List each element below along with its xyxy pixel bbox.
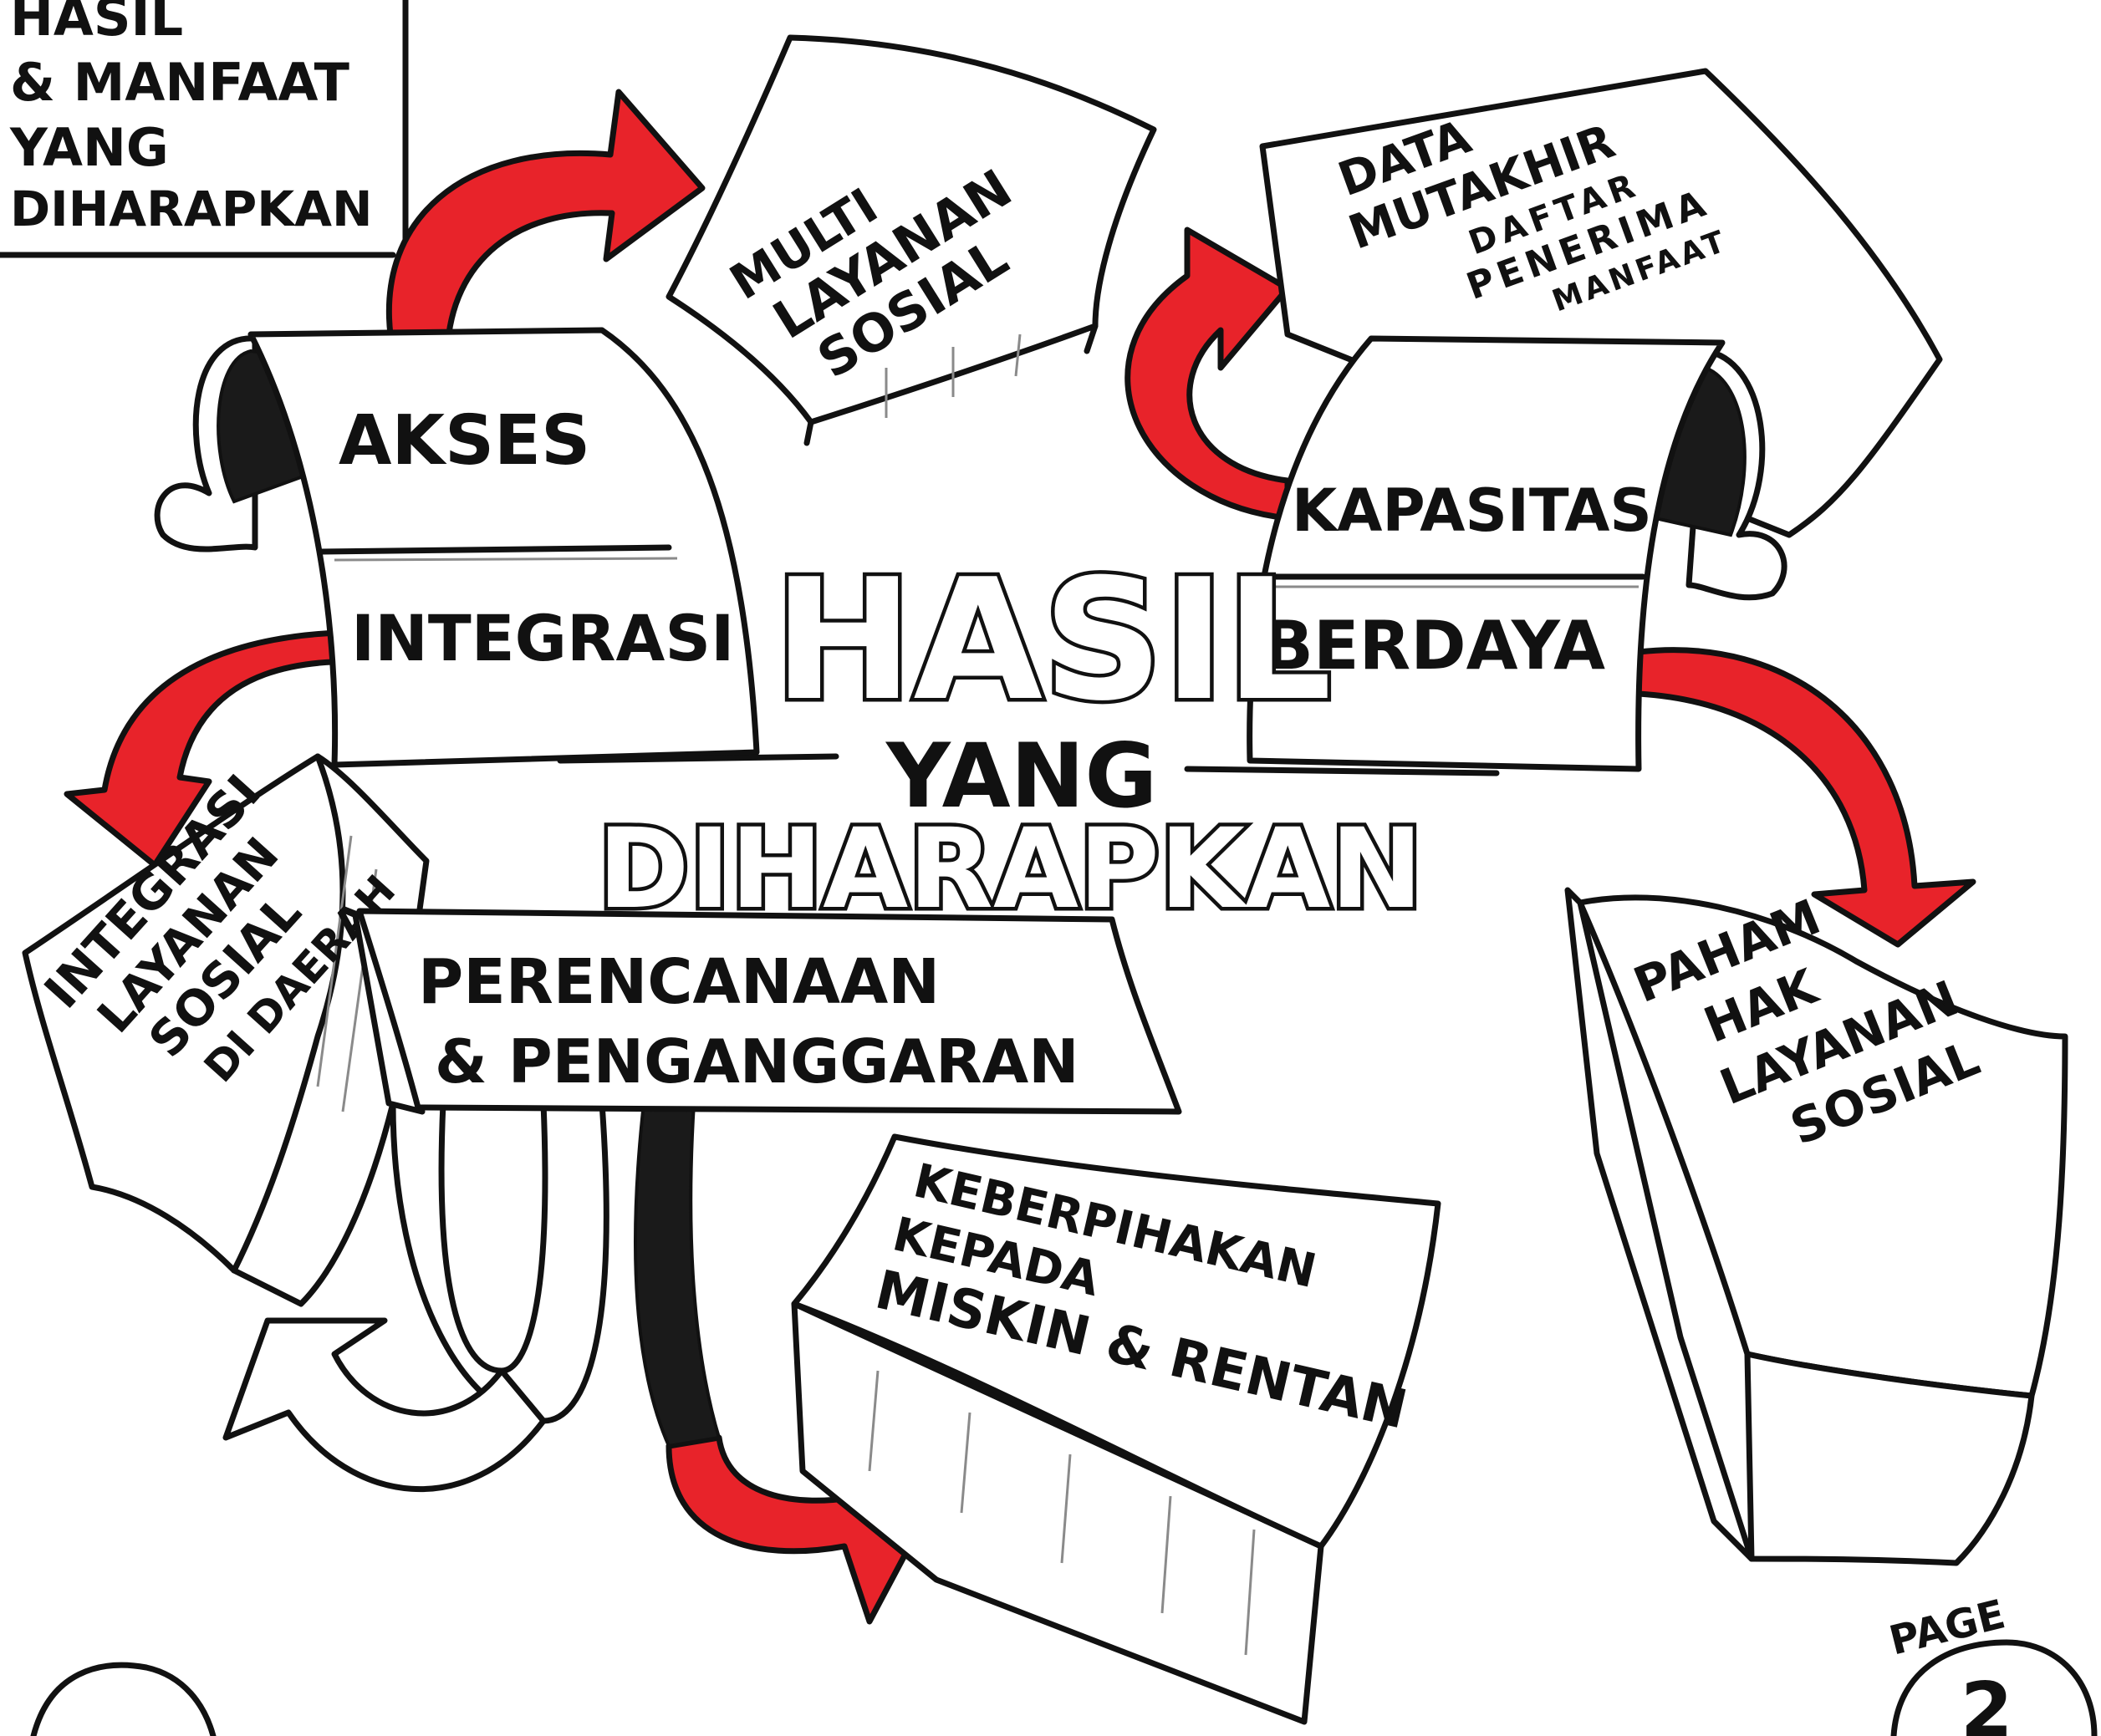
scroll-right: KAPASITAS BERDAYA	[1247, 68, 1943, 772]
red-arrow-integrasi-to-daerah	[64, 629, 438, 868]
scroll-right-bottom-label: BERDAYA	[1262, 607, 1605, 685]
ribbon-loop-left	[390, 1100, 609, 1424]
center-title-rules	[557, 753, 1500, 776]
scroll-left: AKSES INTEGRASI	[154, 327, 760, 768]
red-arrow-kapasitas-to-data	[1124, 227, 1291, 522]
page-marker: PAGE 2	[30, 1591, 2098, 1736]
block-integrasi-face	[22, 753, 346, 1274]
block-keberpihakan: KEBERPIHAKAN KEPADA MISKIN & RENTAN	[791, 1133, 1441, 1725]
red-arrow-berdaya-to-paham	[1635, 647, 1976, 948]
corner-title-line3: YANG	[9, 117, 169, 178]
scroll-left-bottom-label: INTEGRASI	[351, 601, 734, 675]
block-multi-face	[665, 34, 1157, 425]
block-keberpihakan-ticks	[868, 1370, 1256, 1656]
block-integrasi-side	[231, 753, 430, 1307]
corner-title-line4: DIHARAPKAN	[10, 181, 373, 237]
scroll-left-fold-shade	[334, 557, 678, 562]
block-paham-hak: PAHAM HAK LAYANAN SOSIAL	[1564, 887, 2068, 1566]
scroll-right-top-label: KAPASITAS	[1292, 476, 1652, 545]
corner-title-line2: & MANFAAT	[10, 52, 349, 113]
corner-title-box: HASIL & MANFAAT YANG DIHARAPKAN	[0, 0, 409, 258]
corner-box-border	[0, 0, 409, 258]
center-title: HASIL YANG DIHARAPKAN	[557, 540, 1500, 938]
prev-page-circle	[30, 1662, 217, 1736]
banner-line2: & PENGANGGARAN	[435, 1026, 1079, 1097]
block-data-mutakhir: DATA MUTAKHIR DAFTAR PENERIMA MANFAAT	[1332, 109, 1732, 318]
center-title-line1: HASIL	[773, 543, 1332, 738]
page-number: 2	[1961, 1667, 2013, 1736]
banner-perencanaan: PERENCANAAN & PENGANGGARAN	[352, 908, 1182, 1115]
scroll-left-fold-line	[319, 544, 672, 555]
block-keberpihakan-face	[791, 1133, 1441, 1550]
block-paham-base	[1744, 1351, 2035, 1566]
page-circle	[1890, 1639, 2098, 1736]
scroll-right-block-back	[1259, 68, 1943, 538]
scroll-left-top-label: AKSES	[339, 401, 590, 481]
banner-face	[356, 908, 1182, 1115]
block-multi-ticks	[885, 333, 1022, 418]
ribbon-loop-right-shadow	[634, 1102, 722, 1448]
center-title-line3: DIHARAPKAN	[598, 805, 1423, 934]
block-multi-layanan: MULTI LAYANAN SOSIAL	[665, 34, 1157, 446]
red-arrow-akses-to-multi	[385, 89, 706, 354]
corner-title-line1: HASIL	[10, 0, 183, 48]
ribbon-arrow-left	[222, 1317, 547, 1493]
center-title-line2: YANG	[885, 725, 1157, 827]
block-multi-edges	[803, 323, 1099, 446]
ribbon-loops	[222, 1100, 722, 1493]
block-integrasi-daerah: INTEGRASI LAYANAN SOSIAL DI DAERAH	[22, 753, 430, 1307]
scroll-right-sheet	[1247, 335, 1726, 772]
banner-line1: PERENCANAAN	[418, 946, 940, 1018]
block-paham-face	[1577, 894, 2068, 1399]
